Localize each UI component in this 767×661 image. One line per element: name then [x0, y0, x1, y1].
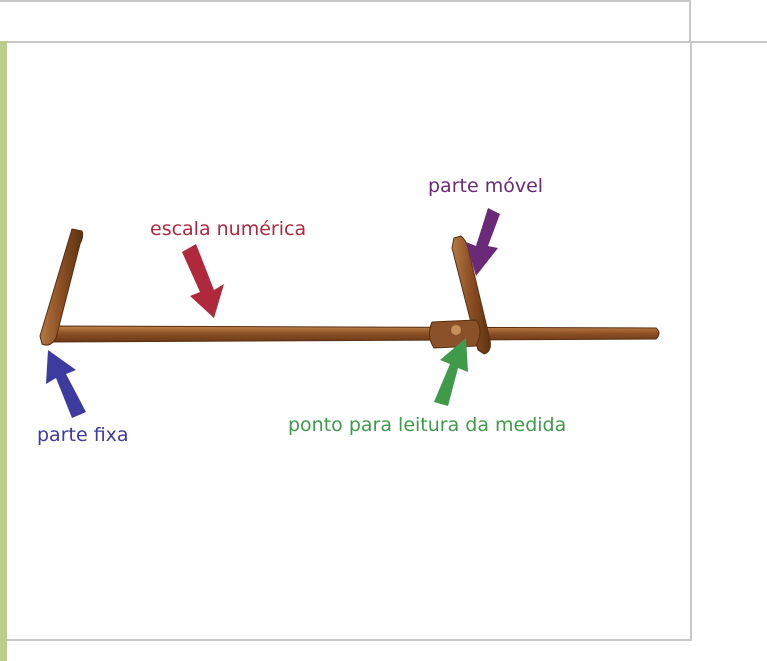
frame-top-border [0, 0, 691, 42]
header-rule [0, 41, 767, 43]
label-parte-fixa: parte fixa [37, 424, 129, 446]
arrow-ponto-icon [434, 338, 468, 406]
label-escala-numerica: escala numérica [150, 218, 307, 240]
arrow-movel-icon [466, 208, 500, 276]
label-parte-movel: parte móvel [428, 175, 544, 197]
fixed-jaw [39, 228, 84, 346]
arrow-escala-icon [182, 244, 224, 318]
scale-rod [47, 325, 660, 343]
label-ponto-leitura: ponto para leitura da medida [288, 414, 567, 436]
frame-right-border [690, 41, 692, 641]
green-accent-bar [0, 41, 7, 661]
arrow-fixa-icon [46, 350, 86, 418]
frame-bottom-border [0, 639, 692, 641]
movable-jaw [428, 235, 491, 355]
